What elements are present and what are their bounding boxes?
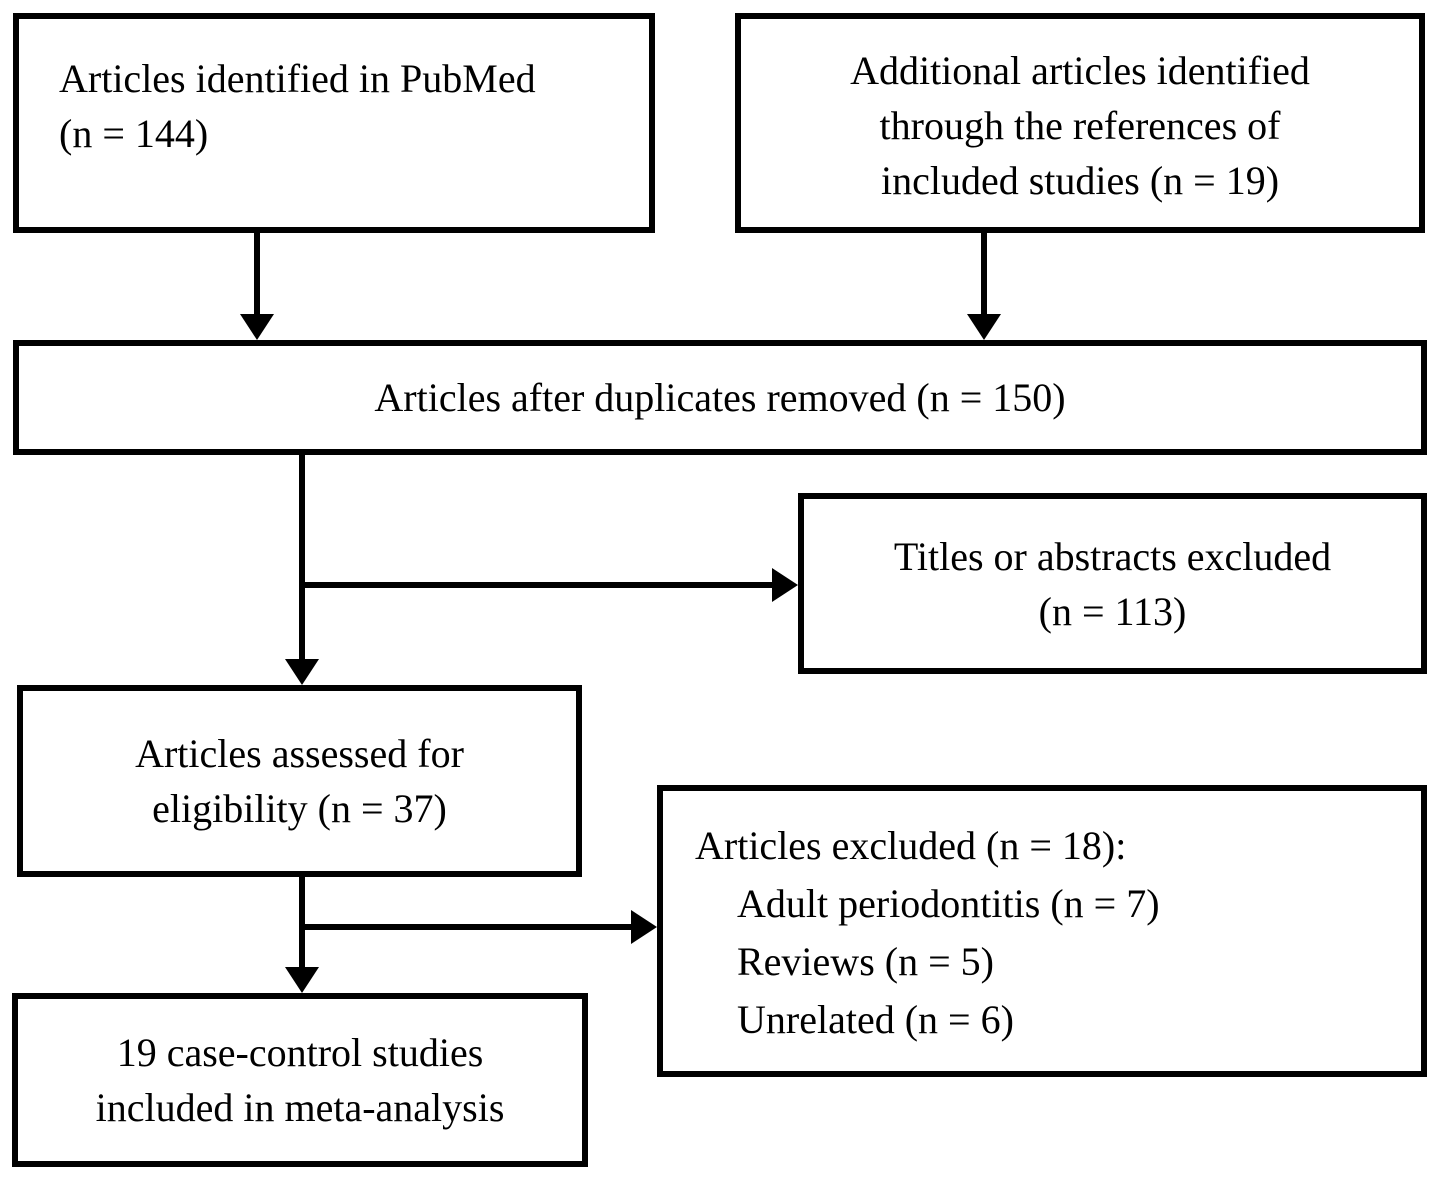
box-included-meta-analysis-line2: included in meta-analysis <box>95 1085 505 1130</box>
arrowhead-down-icon <box>967 314 1001 340</box>
box-duplicates-removed-text: Articles after duplicates removed (n = 1… <box>374 375 1066 420</box>
arrowhead-down-icon <box>240 314 274 340</box>
box-included-meta-analysis-line1: 19 case-control studies <box>116 1030 484 1075</box>
box-additional-articles-line2: through the references of <box>879 102 1281 148</box>
box-articles-excluded-item: Unrelated (n = 6) <box>737 997 1014 1042</box>
arrow-duplicates-to-eligibility-line <box>299 455 305 659</box>
box-articles-excluded: Articles excluded (n = 18): Adult period… <box>657 785 1427 1077</box>
arrowhead-right-icon <box>631 910 657 944</box>
box-assessed-eligibility-line2: eligibility (n = 37) <box>152 786 447 831</box>
box-titles-abstracts-excluded-line1: Titles or abstracts excluded <box>893 533 1332 579</box>
arrow-additional-to-duplicates-line <box>981 233 987 316</box>
box-duplicates-removed: Articles after duplicates removed (n = 1… <box>13 340 1427 455</box>
arrow-to-titles-excluded-line <box>302 582 772 588</box>
box-titles-abstracts-excluded-line2: (n = 113) <box>1038 588 1187 634</box>
box-assessed-eligibility: Articles assessed for eligibility (n = 3… <box>17 685 582 877</box>
box-articles-excluded-header: Articles excluded (n = 18): <box>695 823 1127 868</box>
box-titles-abstracts-excluded: Titles or abstracts excluded (n = 113) <box>798 493 1427 674</box>
arrow-to-articles-excluded-line <box>302 924 631 930</box>
arrowhead-right-icon <box>772 568 798 602</box>
arrow-identified-to-duplicates-line <box>254 233 260 316</box>
arrowhead-down-icon <box>285 967 319 993</box>
arrowhead-down-icon <box>285 659 319 685</box>
box-additional-articles-line3: included studies (n = 19) <box>880 157 1280 203</box>
box-articles-identified-line1: Articles identified in PubMed <box>59 56 536 101</box>
box-articles-identified: Articles identified in PubMed (n = 144) <box>13 13 655 233</box>
arrow-eligibility-to-included-line <box>299 877 305 967</box>
box-included-meta-analysis: 19 case-control studies included in meta… <box>12 993 588 1167</box>
box-articles-identified-line2: (n = 144) <box>59 111 209 156</box>
box-assessed-eligibility-line1: Articles assessed for <box>135 731 464 776</box>
box-articles-excluded-item: Adult periodontitis (n = 7) <box>737 881 1160 926</box>
box-additional-articles: Additional articles identified through t… <box>735 13 1425 233</box>
box-articles-excluded-item: Reviews (n = 5) <box>737 939 994 984</box>
box-additional-articles-line1: Additional articles identified <box>850 47 1310 93</box>
